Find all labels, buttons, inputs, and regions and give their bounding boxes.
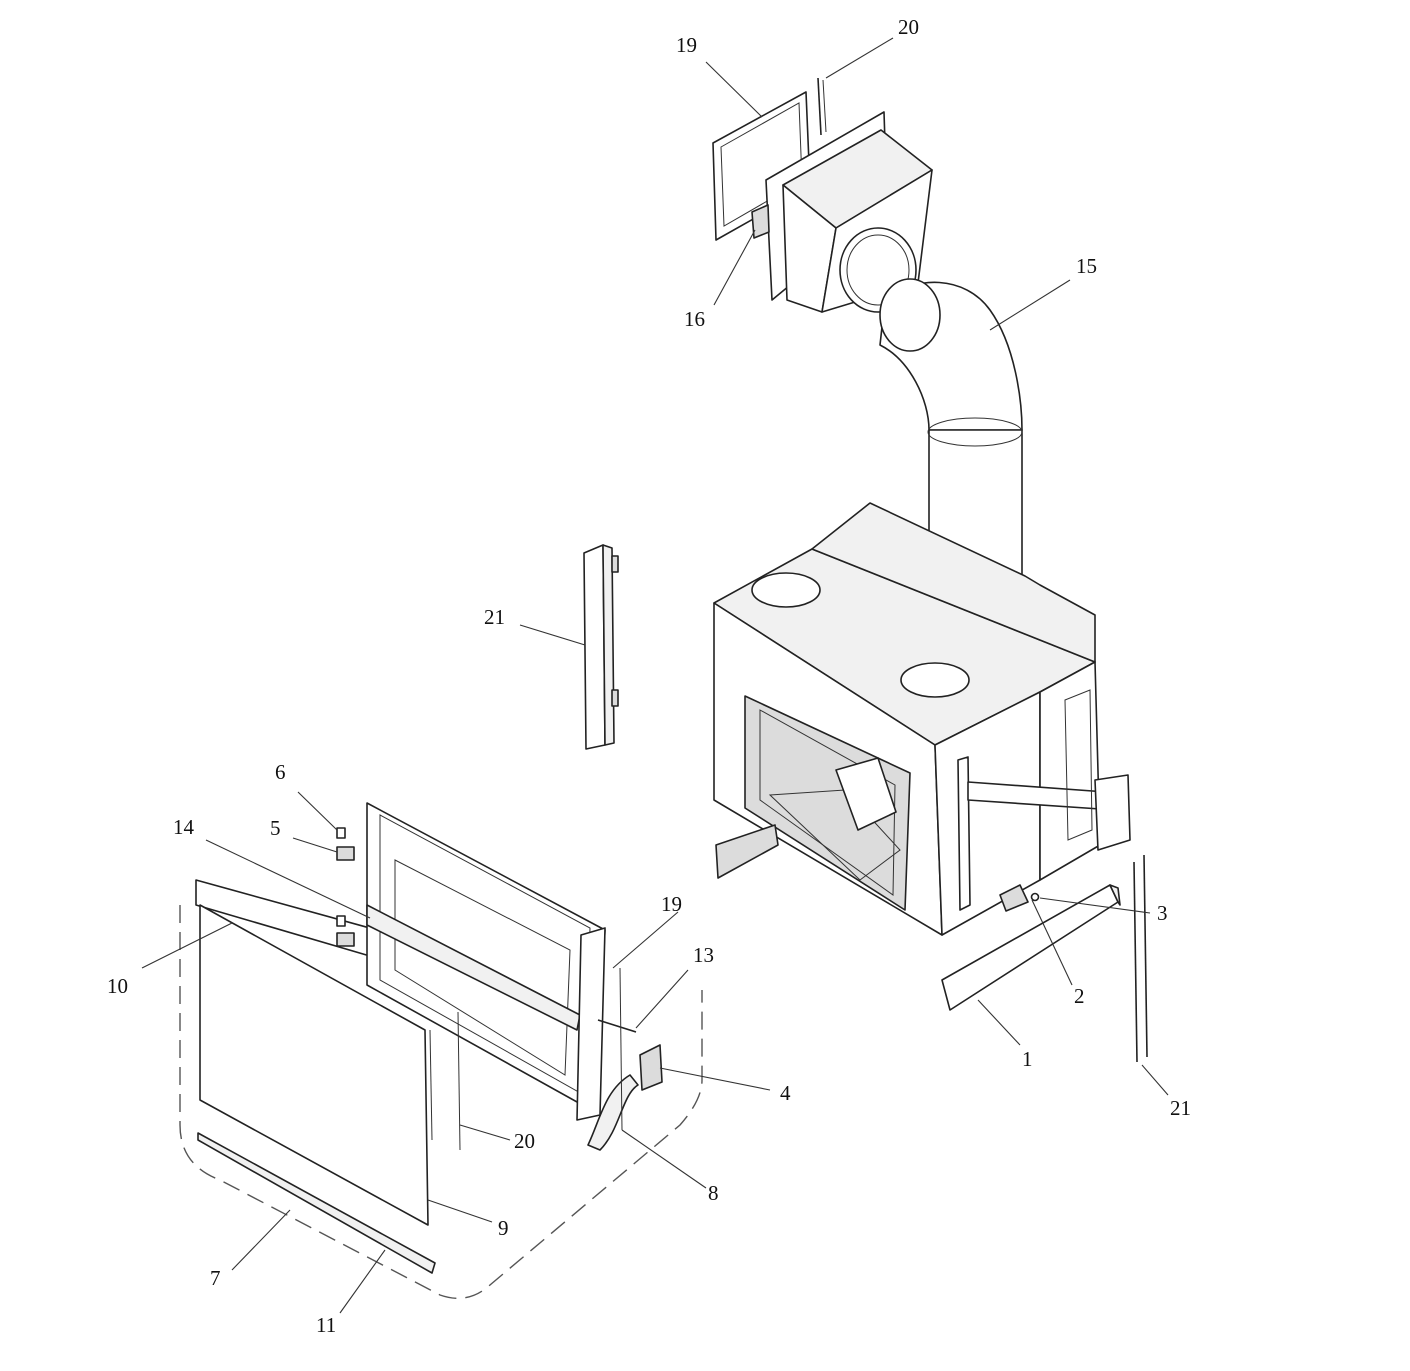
part-21-rods-right [1133,854,1148,1063]
part-8-handle [587,1074,639,1151]
callout-21-left: 21 [484,605,505,629]
part-21-rail-left [583,544,619,750]
part-4-latch [639,1044,663,1091]
part-6-screw [336,827,346,927]
callout-6: 6 [275,760,286,784]
part-20-seal [429,1011,461,1151]
callout-19: 19 [661,892,682,916]
part-19-seal [619,967,623,1131]
callout-5: 5 [270,816,281,840]
part-18-plate [817,77,827,136]
callout-18: 20 [898,15,919,39]
callout-8: 8 [708,1181,719,1205]
part-1-bar [941,884,1121,1011]
callout-16: 16 [684,307,705,331]
callout-1: 1 [1022,1047,1033,1071]
callout-17: 19 [676,33,697,57]
callout-10: 10 [107,974,128,998]
part-2-bracket [999,884,1040,912]
callout-15: 15 [1076,254,1097,278]
callout-13: 13 [693,943,714,967]
callout-9: 9 [498,1216,509,1240]
part-13-pin [597,1019,637,1033]
callout-20: 20 [514,1129,535,1153]
callout-labels: 19 20 15 16 21 6 5 14 10 19 13 4 20 8 9 … [107,15,1191,1337]
callout-14: 14 [173,815,195,839]
part-16-bracket [751,204,770,239]
callout-3: 3 [1157,901,1168,925]
callout-21-right: 21 [1170,1096,1191,1120]
callout-7: 7 [210,1266,221,1290]
callout-4: 4 [780,1081,791,1105]
part-5-clip [336,846,355,947]
callout-11: 11 [316,1313,336,1337]
door-frame [195,802,606,1274]
assembly-outline-dashed [179,905,703,1299]
callout-2: 2 [1074,984,1085,1008]
leader-lines [141,37,1169,1314]
firebox-body [713,502,1131,936]
